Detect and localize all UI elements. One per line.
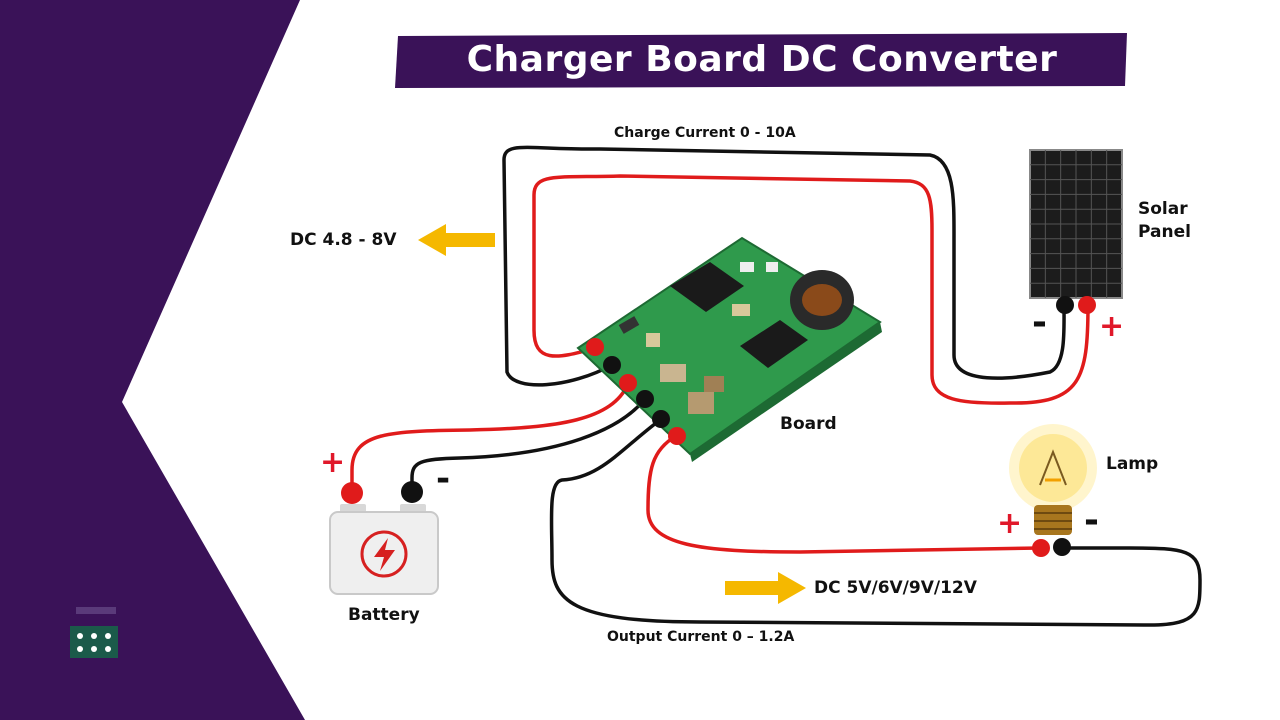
channel-logo-icon — [70, 607, 118, 658]
lamp-terminal-negative — [1053, 538, 1071, 556]
light-bulb-icon — [1009, 424, 1097, 535]
battery-icon — [329, 504, 439, 595]
page-title: Charger Board DC Converter Module — [466, 39, 1058, 140]
board-label: Board — [780, 414, 837, 434]
solar-terminal-positive — [1078, 296, 1096, 314]
dc-output-label: DC 5V/6V/9V/12V — [814, 578, 977, 598]
dc-input-label: DC 4.8 - 8V — [290, 230, 397, 250]
lamp-terminal-positive — [1032, 539, 1050, 557]
battery-label: Battery — [348, 605, 420, 625]
lamp-minus-sign: - — [1084, 500, 1099, 541]
board-terminal-solar-positive — [586, 338, 604, 356]
wire-black-battery-negative — [410, 397, 647, 490]
solar-terminal-negative — [1056, 296, 1074, 314]
wire-red-battery-positive — [350, 383, 630, 492]
battery-terminal-negative — [401, 481, 423, 503]
lightning-bolt-icon — [374, 538, 395, 571]
output-current-label: Output Current 0 – 1.2A — [607, 629, 795, 645]
board-terminal-battery-positive — [619, 374, 637, 392]
lamp-label: Lamp — [1106, 454, 1159, 474]
arrow-left-input-icon — [418, 224, 495, 256]
lamp-plus-sign: + — [997, 506, 1023, 541]
purple-side-panel — [0, 0, 305, 720]
battery-plus-sign: + — [320, 445, 346, 480]
battery-terminal-positive — [341, 482, 363, 504]
wire-black-solar-negative — [502, 145, 1066, 387]
wire-red-solar-positive — [532, 174, 1090, 405]
solar-plus-sign: + — [1099, 309, 1125, 344]
battery-minus-sign: - — [436, 459, 451, 499]
charge-current-label: Charge Current 0 - 10A — [614, 125, 796, 141]
board-terminal-output-negative — [652, 410, 670, 428]
board-terminal-output-positive — [668, 427, 686, 445]
solar-panel-label: Solar Panel — [1138, 199, 1191, 242]
wire-black-lamp-negative — [549, 418, 1202, 627]
solar-panel-icon — [1029, 149, 1123, 299]
wire-red-lamp-positive — [646, 434, 1041, 554]
title-banner: Charger Board DC Converter Module — [392, 30, 1132, 140]
board-terminal-battery-negative — [636, 390, 654, 408]
arrow-right-output-icon — [725, 572, 806, 604]
solar-minus-sign: - — [1032, 302, 1047, 343]
board-terminal-solar-negative — [603, 356, 621, 374]
